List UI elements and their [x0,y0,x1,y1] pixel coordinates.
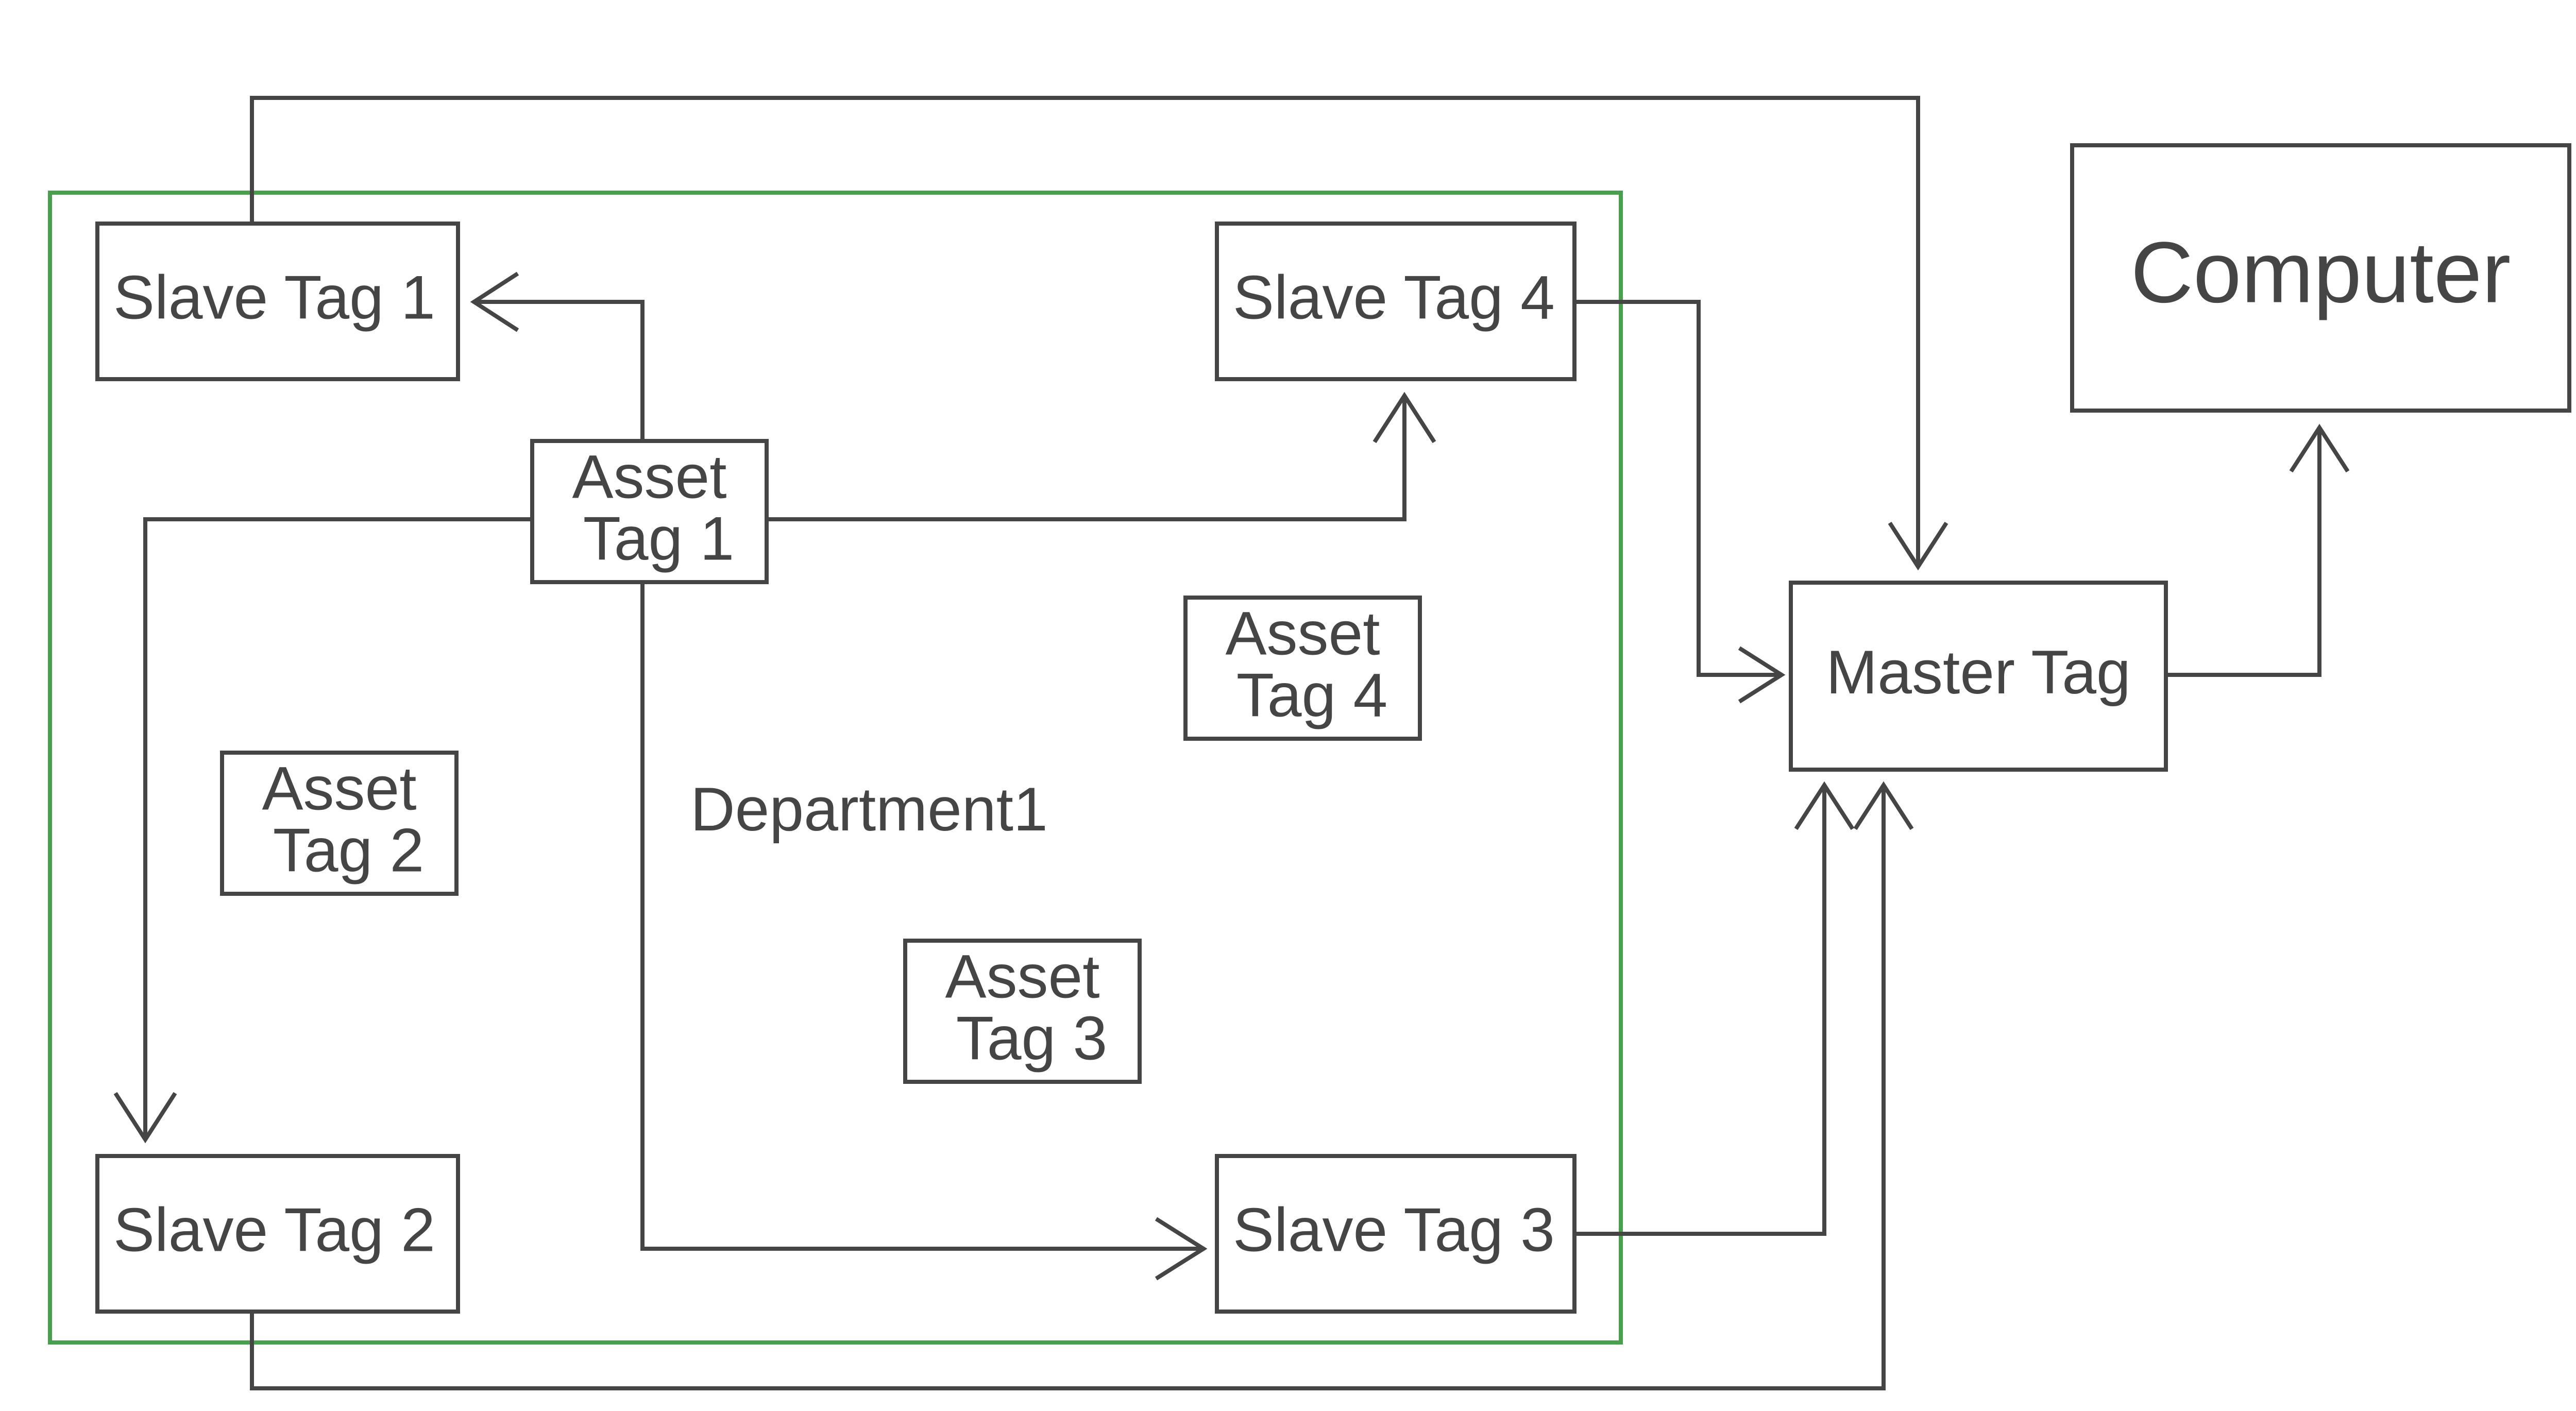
edge-asset-tag-1-to-slave-tag-3 [640,582,1208,1281]
slave-tag-3-node: Slave Tag 3 [1215,1154,1577,1314]
department-label: Department1 [690,775,1048,844]
computer-label-line-1: Computer [2131,224,2511,321]
department-frame [48,191,1623,1345]
asset-tag-1-label-line-1: Asset [572,443,726,512]
edge-slave-tag-1-to-master-tag [250,96,1948,571]
edge-slave-tag-4-to-master-tag [1572,300,1786,704]
edge-asset-tag-1-to-slave-tag-4 [767,392,1436,521]
edge-slave-tag-2-to-master-tag [250,781,1914,1390]
master-tag-label-line-1: Master Tag [1826,638,2130,707]
asset-tag-4-label-line-1: Asset [1225,599,1380,668]
master-tag-node: Master Tag [1789,581,2168,772]
edge-master-tag-to-computer [2166,423,2350,677]
slave-tag-3-label-line-1: Slave Tag 3 [1233,1196,1555,1265]
slave-tag-1-label-line-1: Slave Tag 1 [113,263,435,332]
edge-asset-tag-1-to-slave-tag-1 [470,271,645,441]
slave-tag-1-node: Slave Tag 1 [95,222,460,381]
slave-tag-4-node: Slave Tag 4 [1215,222,1577,381]
slave-tag-2-node: Slave Tag 2 [95,1154,460,1314]
edge-asset-tag-1-to-slave-tag-2 [113,517,532,1144]
asset-tag-4-label-line-2: Tag 4 [1236,661,1388,730]
slave-tag-2-label-line-1: Slave Tag 2 [113,1196,435,1265]
asset-tag-3-label-line-2: Tag 3 [956,1004,1108,1073]
asset-tag-2-label-line-2: Tag 2 [273,816,425,885]
edge-slave-tag-3-to-master-tag [1572,781,1855,1236]
asset-tag-2-label-line-1: Asset [262,754,416,823]
connector-lines [113,96,2350,1390]
slave-tag-4-label-line-1: Slave Tag 4 [1233,263,1555,332]
computer-node: Computer [2070,143,2571,413]
asset-tag-1-label-line-2: Tag 1 [583,504,735,573]
asset-tag-3-label-line-1: Asset [945,942,1099,1011]
